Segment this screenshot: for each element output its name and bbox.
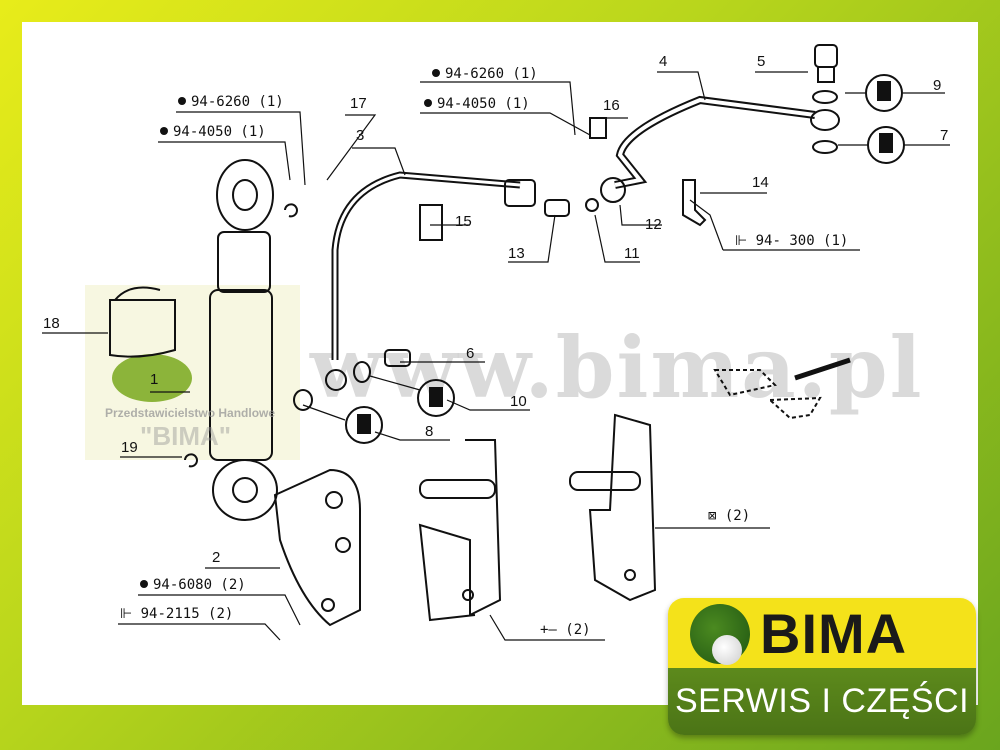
callout-text: (2) xyxy=(565,622,591,638)
highlight-marker xyxy=(112,354,192,402)
leader-lines xyxy=(42,71,950,641)
callout-pin: +— (2) xyxy=(540,622,591,638)
part-8-label: 8 xyxy=(425,423,434,440)
nut-icon xyxy=(178,97,186,105)
part-12-label: 12 xyxy=(645,216,662,233)
washer-icon xyxy=(160,127,168,135)
part-15-label: 15 xyxy=(455,213,472,230)
callout-left-6260: 94-6260 (1) xyxy=(178,94,284,110)
square-nut-icon: ⊠ xyxy=(708,508,725,524)
callout-left-4050: 94-4050 (1) xyxy=(160,124,266,140)
callout-bolt-2115: ⊩ 94-2115 (2) xyxy=(120,606,233,622)
part-19-label: 19 xyxy=(121,439,138,456)
watermark-line1: Przedstawicielstwo Handlowe xyxy=(105,406,276,420)
part-14-label: 14 xyxy=(752,174,769,191)
callout-text: (2) xyxy=(724,508,751,524)
callout-mid-4050: 94-4050 (1) xyxy=(424,96,530,112)
bracket-left xyxy=(418,439,502,622)
pin-icon: +— xyxy=(540,622,566,638)
callout-nut-6080: 94-6080 (2) xyxy=(140,577,246,593)
callout-text: 94-2115 (2) xyxy=(140,606,234,622)
logo-tagline: SERWIS I CZĘŚCI xyxy=(674,682,970,720)
part-11-label: 11 xyxy=(624,245,640,262)
part-1-label: 1 xyxy=(150,371,159,388)
bolt-icon: ⊩ xyxy=(120,606,141,622)
callout-text: 94-4050 (1) xyxy=(437,96,530,112)
logo-name: BIMA xyxy=(760,602,908,665)
callout-square: ⊠ (2) xyxy=(708,508,750,524)
part-18-label: 18 xyxy=(43,315,60,332)
circlip xyxy=(284,203,298,218)
callout-mid-6260: 94-6260 (1) xyxy=(432,66,538,82)
part-4-label: 4 xyxy=(659,53,668,70)
screw-icon: ⊩ xyxy=(735,233,756,249)
callout-text: 94-6260 (1) xyxy=(445,66,538,82)
part-18-cap xyxy=(109,286,176,358)
watermark-line2: "BIMA" xyxy=(140,421,232,451)
part-10-label: 10 xyxy=(510,393,527,410)
callout-text: 94-6260 (1) xyxy=(191,94,284,110)
part-2-label: 2 xyxy=(212,549,221,566)
circlip-19 xyxy=(184,453,198,468)
part-17-label: 17 xyxy=(350,95,367,112)
part-13-label: 13 xyxy=(508,245,525,262)
logo-ball-highlight xyxy=(712,635,742,665)
bima-logo: BIMA SERWIS I CZĘŚCI xyxy=(668,598,976,735)
bracket-right xyxy=(588,413,657,602)
part-16-label: 16 xyxy=(603,97,620,114)
hose-3 xyxy=(331,171,521,360)
part-9-label: 9 xyxy=(933,77,942,94)
nut-icon xyxy=(432,69,440,77)
washer-icon xyxy=(424,99,432,107)
callout-text: 94-4050 (1) xyxy=(173,124,266,140)
hydraulic-cylinder xyxy=(209,159,278,521)
callout-screw-300: ⊩ 94- 300 (1) xyxy=(735,233,848,249)
bracket-2 xyxy=(273,468,361,627)
part-6-label: 6 xyxy=(466,345,475,362)
callout-text: 94-6080 (2) xyxy=(153,577,246,593)
nut-icon xyxy=(140,580,148,588)
part-5-label: 5 xyxy=(757,53,766,70)
callout-text: 94- 300 (1) xyxy=(755,233,849,249)
part-7-label: 7 xyxy=(940,127,949,144)
part-3-label: 3 xyxy=(356,127,365,144)
